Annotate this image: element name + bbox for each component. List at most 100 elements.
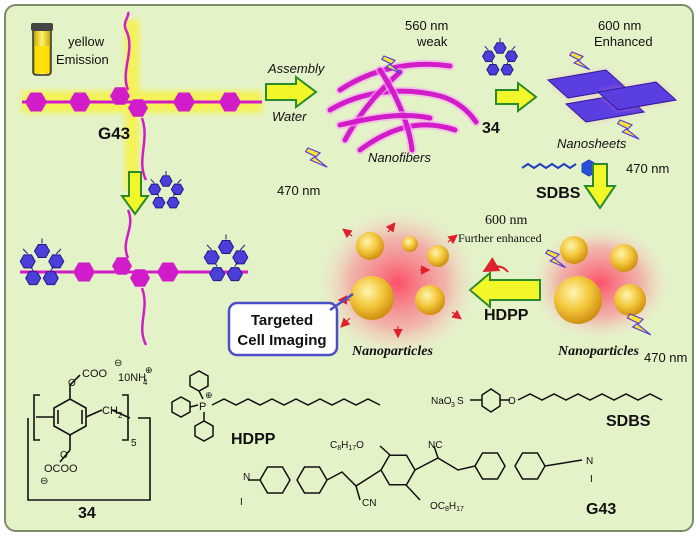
arrow-to-nanoparticles — [583, 163, 617, 210]
s34-counterion: 10NH — [118, 372, 146, 384]
complex-ring — [112, 257, 132, 275]
nanosheets-excitation: 470 nm — [626, 161, 669, 176]
s34-counterion-plus: ⊕ — [145, 365, 153, 375]
particles-right-note: Further enhanced — [458, 231, 542, 245]
nanofiber — [342, 69, 403, 143]
nanofibers-excitation: 470 nm — [277, 183, 320, 198]
macrocycle-unit — [159, 175, 173, 187]
particles-right-emission: 600 nm — [485, 213, 528, 228]
macrocycle-branch — [511, 45, 516, 51]
water-label: Water — [272, 109, 307, 124]
nanofiber — [327, 88, 479, 125]
g43-ring — [219, 92, 241, 112]
emission-ray — [342, 228, 353, 239]
g43-cn-bond-right — [433, 445, 439, 459]
g43-o-bond-bottom — [405, 484, 421, 501]
g43-central-ring — [380, 454, 416, 486]
macrocycle-branch — [150, 178, 155, 184]
g43-pyridinium-right — [514, 452, 546, 480]
g43-o-bond-top — [379, 445, 391, 456]
g43-alkyl-chain — [140, 117, 148, 181]
nanoparticle-sphere — [610, 244, 638, 272]
structure-g43 — [248, 445, 583, 501]
nanosheets-label: Nanosheets — [557, 136, 627, 151]
complex-macrocycle-unit — [33, 244, 51, 258]
targeted-box — [227, 292, 354, 357]
nanofibers-emission: 560 nm — [405, 18, 448, 33]
sdbs-head-sub: 3 — [451, 402, 455, 409]
nanoparticles-right — [554, 236, 646, 324]
complex-macrocycle-branch — [50, 265, 55, 271]
complex-macrocycle-branch — [234, 261, 239, 267]
macrocycle-unit — [486, 64, 500, 76]
complex-macrocycle-unit — [42, 271, 59, 286]
particles-right-label: Nanoparticles — [557, 344, 639, 359]
g43-oc8h17-bottom: OC8H17 — [430, 501, 464, 513]
targeted-line1: Targeted — [251, 312, 313, 329]
macrocycle-branch — [484, 45, 489, 51]
nanoparticle-sphere — [427, 245, 449, 267]
sdbs-label-top: SDBS — [536, 185, 581, 202]
complex-macrocycle-branch — [55, 248, 62, 255]
complex-macrocycle-unit — [226, 267, 243, 282]
complex-macrocycle-unit — [48, 254, 65, 269]
nanoparticle-sphere — [356, 232, 384, 260]
hdpp-label: HDPP — [231, 431, 276, 448]
complex-chain — [124, 209, 132, 259]
g43-phenyl-left — [296, 466, 328, 494]
g43-molecule — [22, 11, 262, 181]
particles-right-excitation: 470 nm — [644, 350, 687, 365]
hdpp-plus: ⊕ — [205, 390, 213, 400]
s34-charge-top: ⊖ — [114, 358, 122, 369]
complex-macrocycle-unit — [232, 250, 249, 265]
nanoparticle-sphere — [554, 276, 602, 324]
nanofiber — [337, 113, 433, 128]
g43-cn-bottom: CN — [362, 498, 376, 509]
lightning-icon — [626, 313, 652, 336]
g43-phenyl-right — [474, 452, 506, 480]
complex-macrocycle-branch — [22, 248, 29, 255]
nanofibers-label: Nanofibers — [368, 150, 431, 165]
nanoparticles-right-glow — [530, 225, 670, 341]
g43-ring — [128, 99, 148, 117]
complex-macrocycle-branch — [206, 244, 213, 251]
nanoparticle-sphere — [560, 236, 588, 264]
particles-left-label: Nanoparticles — [351, 344, 433, 359]
nanofibers-illustration — [325, 59, 481, 155]
s34-ch2: CH — [102, 405, 118, 417]
complex-macrocycle-unit — [217, 240, 235, 254]
g43-n-right: N — [586, 456, 593, 467]
vial-label-line1: yellow — [68, 34, 105, 49]
macrocycle-unit — [493, 42, 507, 54]
structure-sdbs — [470, 388, 663, 413]
emission-ray — [451, 309, 462, 320]
macrocycle-unit — [170, 183, 184, 195]
nanosheets-illustration — [546, 69, 678, 123]
g43-alkyl-chain — [123, 11, 131, 91]
sdbs-head: NaO — [431, 396, 452, 407]
lightning-icon — [304, 147, 328, 168]
complex-macrocycle-unit — [203, 250, 220, 265]
arrow-to-targeted — [468, 270, 541, 310]
g43-i-left: I — [240, 497, 243, 508]
nanoparticle-sphere — [614, 284, 646, 316]
sdbs-s: S — [457, 396, 464, 407]
s34-charge-bottom: ⊖ — [40, 476, 48, 487]
complex-ring — [130, 269, 150, 287]
structure-34 — [27, 374, 151, 501]
nanoparticle-sphere — [402, 236, 418, 252]
targeted-line2: Cell Imaging — [237, 332, 326, 349]
g43-ring — [69, 92, 91, 112]
emission-ray — [447, 234, 458, 245]
macrocycle-unit — [500, 64, 514, 76]
emission-ray — [385, 222, 396, 233]
nanofibers-emission-note: weak — [416, 34, 448, 49]
arrow-to-nanosheets — [495, 80, 538, 114]
macrocycle-unit — [148, 183, 162, 195]
s34-o-top: O — [68, 378, 76, 389]
g43-n-left: N — [243, 472, 250, 483]
g43-cn-bond-left — [355, 485, 361, 501]
hdpp-p: P — [199, 401, 206, 413]
emission-ray — [340, 317, 351, 328]
